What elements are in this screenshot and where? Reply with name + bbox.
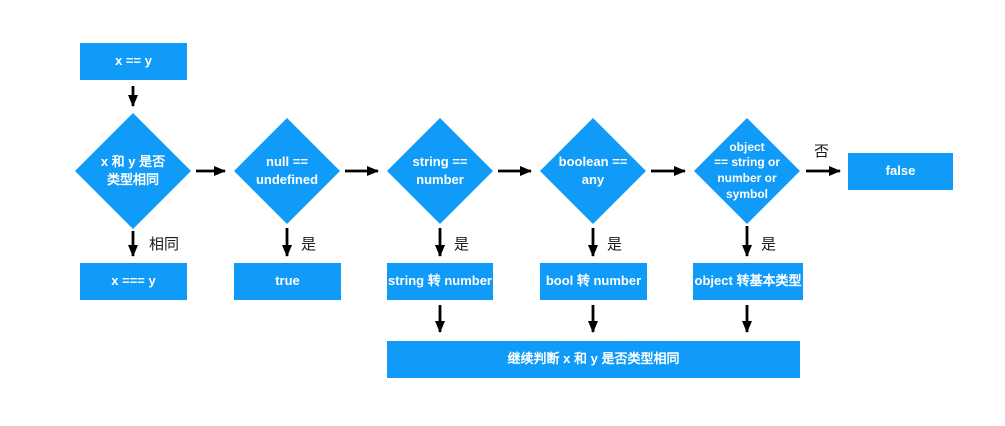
result-true-label: true	[275, 273, 300, 289]
decision-boolean-any-line2: any	[581, 172, 605, 187]
result-bool-to-number: bool 转 number	[540, 263, 647, 300]
edge-label-yes-2: 是	[454, 236, 470, 253]
result-continue-check-label: 继续判断 x 和 y 是否类型相同	[507, 351, 680, 367]
decision-string-number-line1: string ==	[412, 153, 468, 169]
result-strict-equal-label: x === y	[111, 273, 156, 289]
result-strict-equal: x === y	[80, 263, 187, 300]
decision-type-same-line2: 类型相同	[106, 172, 159, 187]
result-false: false	[848, 153, 953, 190]
result-bool-to-number-label: bool 转 number	[545, 273, 642, 289]
decision-string-number-line2: number	[416, 172, 464, 187]
decision-object-primitive-line4: symbol	[725, 186, 768, 201]
decision-null-undefined-line1: null ==	[266, 153, 308, 169]
edge-label-same: 相同	[149, 236, 180, 253]
edge-label-no: 否	[814, 143, 830, 160]
edge-label-yes-3: 是	[607, 236, 623, 253]
decision-object-primitive-line1: object	[729, 139, 765, 154]
decision-object-primitive-line2: == string or	[713, 155, 781, 170]
edge-label-yes-1: 是	[301, 236, 317, 253]
result-string-to-number-label: string 转 number	[387, 273, 492, 289]
decision-boolean-any-line1: boolean ==	[558, 153, 628, 169]
start-node-label: x == y	[115, 53, 152, 69]
decision-type-same-line1: x 和 y 是否	[100, 153, 166, 169]
decision-object-primitive-line3: number or	[717, 171, 777, 185]
start-node: x == y	[80, 43, 187, 80]
edge-label-yes-4: 是	[761, 236, 777, 253]
result-false-label: false	[885, 163, 916, 179]
result-string-to-number: string 转 number	[387, 263, 493, 300]
result-object-to-primitive: object 转基本类型	[693, 263, 803, 300]
decision-null-undefined-line2: undefined	[255, 172, 319, 187]
result-object-to-primitive-label: object 转基本类型	[694, 273, 802, 289]
result-continue-check: 继续判断 x 和 y 是否类型相同	[387, 341, 800, 378]
result-true: true	[234, 263, 341, 300]
